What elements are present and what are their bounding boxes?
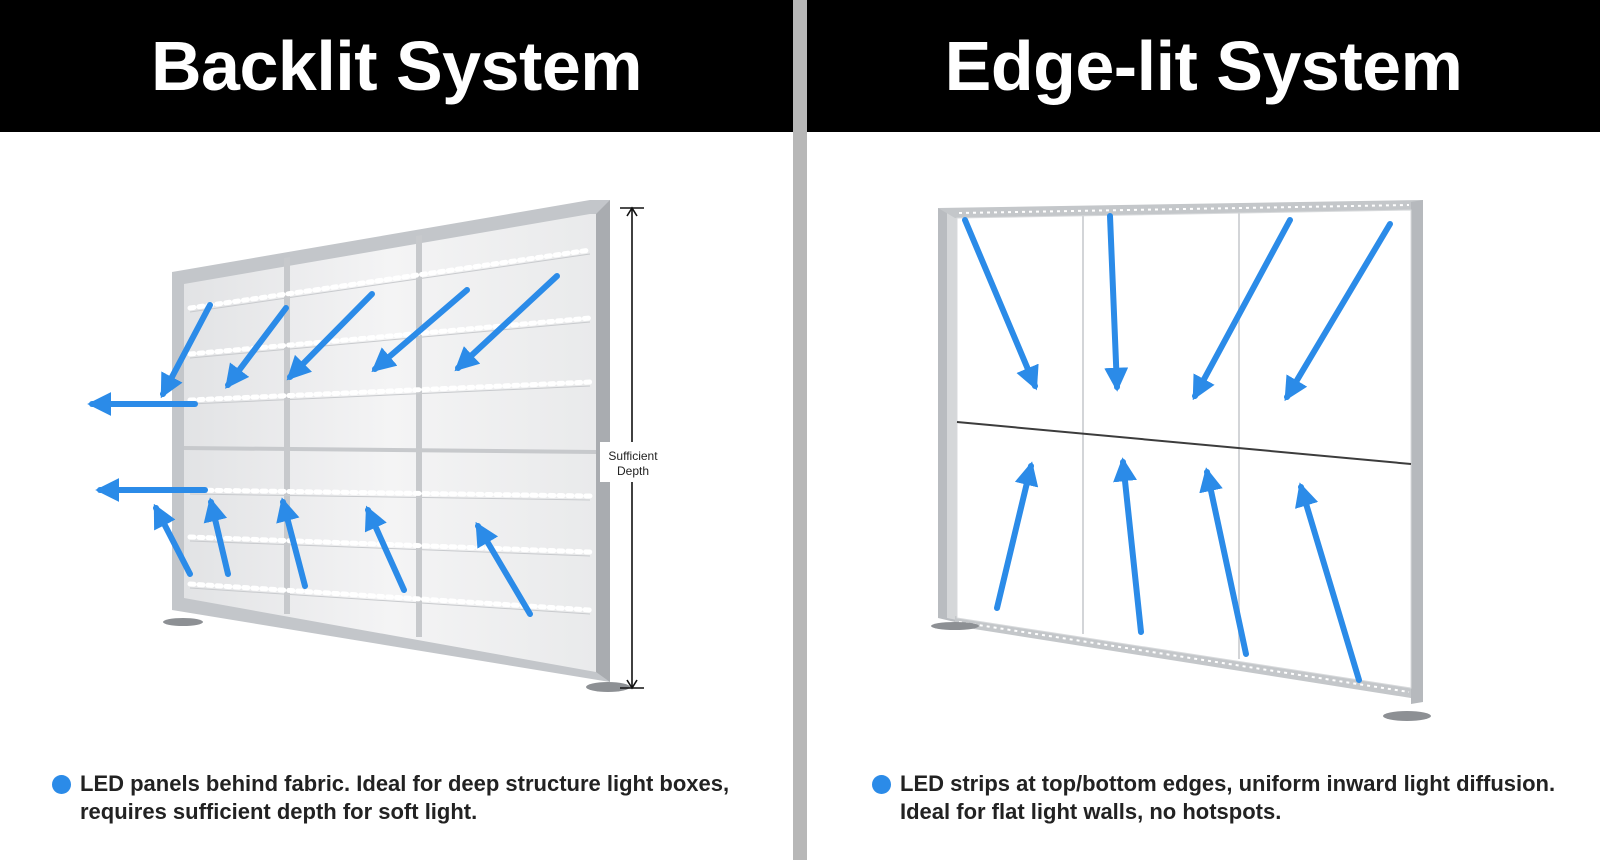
backlit-panel: Backlit System — [0, 0, 793, 860]
panel-divider — [793, 0, 807, 860]
arrow-bottom-4 — [1295, 482, 1362, 683]
backlit-header: Backlit System — [0, 0, 793, 132]
arrow-top-2 — [1104, 213, 1129, 392]
depth-label-line1: Sufficient — [608, 449, 658, 463]
arrow-inward-7 — [203, 497, 231, 577]
depth-label-bg — [600, 442, 666, 482]
arrow-inward-5 — [454, 273, 560, 372]
arrow-bottom-1 — [994, 461, 1039, 611]
arrow-inward-6 — [153, 503, 193, 577]
backlit-arrows — [87, 273, 560, 617]
arrow-inward-9 — [364, 505, 407, 593]
edgelit-diagram — [931, 200, 1431, 721]
arrow-bottom-2 — [1113, 457, 1144, 635]
arrow-inward-10 — [475, 521, 533, 617]
arrow-inward-4 — [371, 287, 470, 373]
arrow-top-1 — [962, 217, 1039, 391]
bullet-dot — [52, 775, 71, 794]
led-rows-shadow — [189, 253, 591, 615]
backlit-caption-text: LED panels behind fabric. Ideal for deep… — [80, 771, 730, 824]
arrow-inward-8 — [276, 497, 308, 589]
depth-label-line2: Depth — [617, 464, 649, 478]
edgelit-arrows — [962, 213, 1393, 683]
edgelit-header: Edge-lit System — [807, 0, 1600, 132]
arrow-top-3 — [1192, 217, 1293, 401]
arrow-top-4 — [1284, 221, 1393, 402]
backlit-title: Backlit System — [150, 27, 643, 105]
backlit-diagram: Sufficient Depth — [87, 200, 666, 692]
edgelit-title: Edge-lit System — [944, 27, 1463, 105]
edgelit-frame — [931, 200, 1431, 721]
edgelit-panel: Edge-lit System — [807, 0, 1600, 860]
arrow-inward-3 — [286, 291, 375, 381]
arrow-inward-1 — [160, 302, 213, 399]
backlit-frame — [163, 200, 630, 692]
backlit-caption: LED panels behind fabric. Ideal for deep… — [52, 770, 752, 826]
arrow-inward-2 — [225, 305, 289, 389]
arrow-bottom-3 — [1199, 467, 1249, 657]
edgelit-caption: LED strips at top/bottom edges, uniform … — [872, 770, 1572, 826]
bullet-dot — [872, 775, 891, 794]
edgelit-caption-text: LED strips at top/bottom edges, uniform … — [900, 771, 1556, 824]
